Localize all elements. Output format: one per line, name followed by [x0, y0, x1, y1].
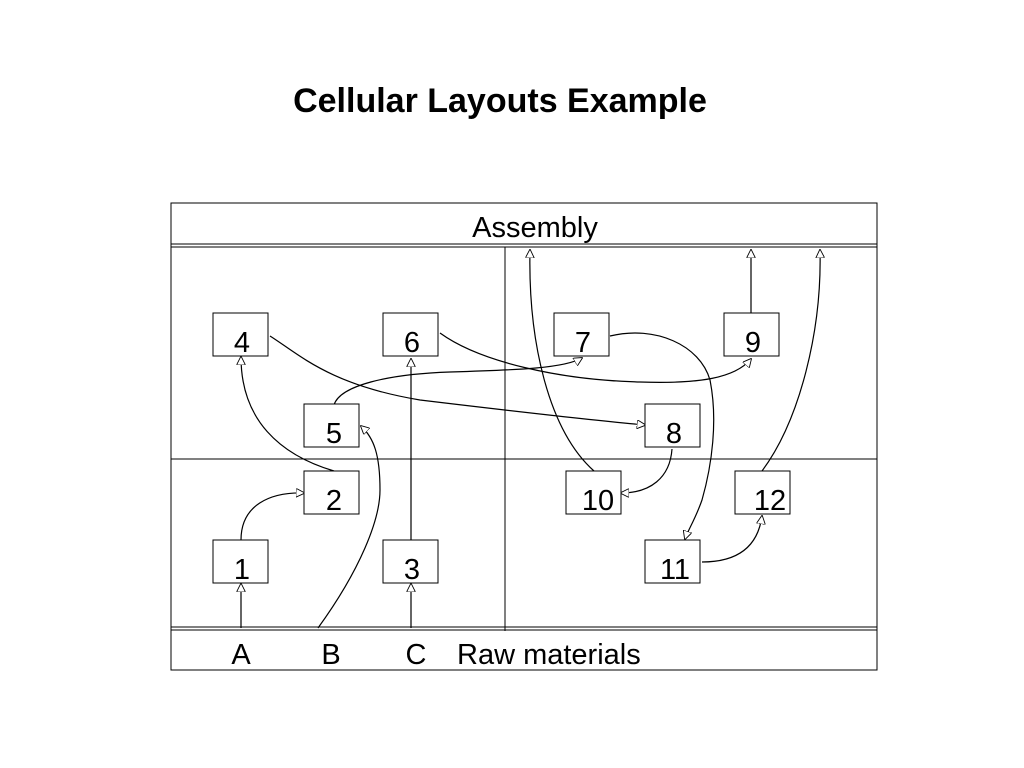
machine-box-4	[212, 312, 269, 357]
machine-box-8	[644, 403, 701, 448]
flow-10-to-assembly	[530, 250, 595, 472]
machine-label-3: 3	[404, 554, 420, 586]
machine-label-10: 10	[582, 485, 614, 517]
assembly-band	[170, 202, 878, 671]
machine-label-5: 5	[326, 418, 342, 450]
flow-1-to-2	[240, 493, 304, 541]
machine-box-11	[644, 539, 701, 584]
flow-12-to-assembly	[761, 250, 820, 472]
flow-7-to-11	[609, 332, 715, 539]
input-a-label: A	[231, 639, 251, 671]
machine-label-6: 6	[404, 327, 420, 359]
machine-label-11: 11	[660, 554, 690, 586]
input-b-label: B	[321, 639, 340, 671]
machine-box-5	[303, 403, 360, 448]
machine-box-3	[382, 539, 439, 584]
flow-8-to-10	[621, 448, 673, 493]
machine-label-9: 9	[745, 327, 761, 359]
page-title: Cellular Layouts Example	[293, 82, 707, 120]
machine-box-10	[565, 470, 622, 515]
input-c-label: C	[406, 639, 427, 671]
flow-5-to-7	[333, 358, 582, 406]
flow-2-to-4	[241, 357, 335, 472]
machine-label-8: 8	[666, 418, 682, 450]
raw-materials-label: Raw materials	[457, 639, 641, 671]
flow-11-to-12	[701, 516, 762, 563]
machine-label-1: 1	[234, 554, 250, 586]
machine-box-2	[303, 470, 360, 515]
machine-box-7	[553, 312, 610, 357]
machine-box-9	[723, 312, 780, 357]
assembly-label: Assembly	[472, 212, 598, 244]
machine-box-12	[734, 470, 791, 515]
flow-4-to-8	[269, 335, 645, 425]
machine-box-1	[212, 539, 269, 584]
flow-b-to-5	[317, 426, 381, 629]
machine-label-2: 2	[326, 485, 342, 517]
machine-label-12: 12	[754, 485, 786, 517]
machine-box-6	[382, 312, 439, 357]
machine-label-7: 7	[575, 327, 591, 359]
machine-label-4: 4	[234, 327, 250, 359]
flow-6-to-9	[439, 332, 751, 383]
